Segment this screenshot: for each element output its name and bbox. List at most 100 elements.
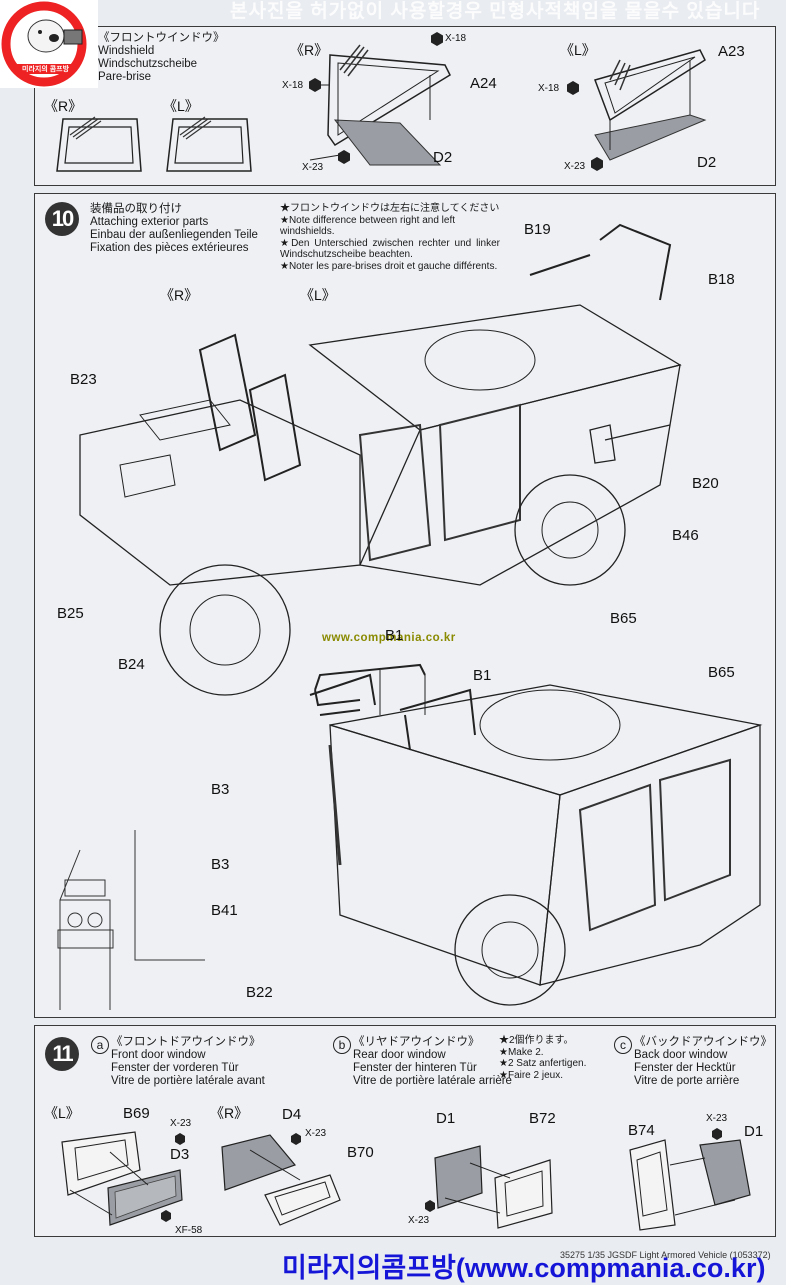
step10-note-en: ★Note difference between right and left … (280, 214, 455, 238)
small-right-label: 《R》 (44, 98, 83, 114)
hex-x18-icon (567, 81, 579, 95)
small-windshield-right-diagram (56, 116, 142, 172)
step11c-titles: 《バックドアウインドウ》 Back door window Fenster de… (634, 1036, 772, 1088)
part-x23-label: X-23 (706, 1113, 728, 1124)
part-b65-label: B65 (610, 610, 637, 627)
part-x18-label: X-18 (445, 33, 467, 44)
hex-x23-icon (175, 1133, 185, 1145)
part-x23-label: X-23 (564, 161, 586, 172)
part-a24-label: A24 (470, 75, 497, 92)
hex-x23-icon (425, 1200, 435, 1212)
step10-title-jp: 装備品の取り付け (90, 203, 182, 215)
hex-x23-icon (712, 1128, 722, 1140)
step11b-title-fr: Vitre de portière latérale arrière (353, 1075, 512, 1087)
step11b-title-en: Rear door window (353, 1049, 446, 1061)
windshield-left-assembly-diagram (594, 49, 707, 161)
step11b-title-de: Fenster der hinteren Tür (353, 1062, 477, 1074)
part-b20-label: B20 (692, 475, 719, 492)
step11c-title-fr: Vitre de porte arrière (634, 1075, 740, 1087)
step10-side-right-label: 《R》 (160, 287, 199, 303)
step10-note-jp: ★フロントウインドウは左右に注意してください (280, 203, 500, 214)
windshield-title-fr: Pare-brise (98, 71, 152, 83)
step10-notes: ★フロントウインドウは左右に注意してください ★Note difference … (280, 203, 500, 272)
windshield-left-side-label: 《L》 (560, 42, 596, 58)
substep-a-badge: a (91, 1036, 109, 1054)
part-b41-label: B41 (211, 902, 238, 919)
part-d2-label: D2 (433, 149, 453, 166)
step11a-title-en: Front door window (111, 1049, 206, 1061)
part-b3-label: B3 (211, 856, 230, 873)
step10-title-fr: Fixation des pièces extérieures (90, 242, 249, 254)
part-d1-label: D1 (744, 1123, 764, 1140)
part-b25-label: B25 (57, 605, 84, 622)
part-b23-label: B23 (70, 371, 97, 388)
part-b72-label: B72 (529, 1110, 556, 1127)
part-x18-label: X-18 (538, 83, 560, 94)
part-b18-label: B18 (708, 271, 735, 288)
hex-xf58-icon (161, 1210, 171, 1222)
front-door-window-left-diagram (61, 1131, 183, 1226)
part-b46-label: B46 (672, 527, 699, 544)
roof-rail-b1-diagram (314, 663, 426, 715)
small-windshield-left-diagram (166, 116, 252, 172)
hex-x23-icon (591, 157, 603, 171)
brand-link[interactable]: 미라지의콤프방(www.compmania.co.kr) (282, 1253, 766, 1283)
step11c-title-jp: 《バックドアウインドウ》 (634, 1036, 772, 1048)
substep-b-badge: b (333, 1036, 351, 1054)
step11c-title-de: Fenster der Hecktür (634, 1062, 736, 1074)
part-x23-label: X-23 (408, 1215, 430, 1226)
copyright-banner: 본사진을 허가없이 사용할경우 민형사적책임을 물을수 있습니다 (230, 1, 761, 22)
windshield-title-de: Windschutzscheibe (98, 58, 198, 70)
part-b1-label: B1 (473, 667, 492, 684)
hex-x18-icon (431, 32, 443, 46)
step11b-note-fr: ★Faire 2 jeux. (499, 1069, 563, 1081)
part-b22-label: B22 (246, 984, 273, 1001)
vehicle-rear-diagram (309, 673, 763, 1006)
part-x18-label: X-18 (282, 80, 304, 91)
hex-x18-icon (309, 78, 321, 92)
step11b-titles: 《リヤドアウインドウ》 Rear door window Fenster der… (353, 1036, 512, 1088)
step11a-title-de: Fenster der vorderen Tür (111, 1062, 239, 1074)
vehicle-front-diagram (79, 223, 682, 696)
step11a-right-label: 《R》 (210, 1105, 249, 1121)
part-d1-label: D1 (436, 1110, 456, 1127)
step10-note-de: ★Den Unterschied zwischen rechter und li… (280, 237, 500, 261)
part-x23-label: X-23 (305, 1128, 327, 1139)
logo-badge-icon (1, 1, 87, 87)
step11a-title-fr: Vitre de portière latérale avant (111, 1075, 265, 1087)
part-b19-label: B19 (524, 221, 551, 238)
step10-note-fr: ★Noter les pare-brises droit et gauche d… (280, 260, 498, 272)
step11a-title-jp: 《フロントドアウインドウ》 (111, 1036, 261, 1048)
step11a-titles: 《フロントドアウインドウ》 Front door window Fenster … (111, 1036, 265, 1088)
step11b-note-en: ★Make 2. (499, 1046, 544, 1058)
part-b1-label: B1 (385, 627, 404, 644)
step10-side-left-label: 《L》 (300, 287, 336, 303)
step11b-note-de: ★2 Satz anfertigen. (499, 1058, 587, 1069)
step11b-note-jp: ★2個作ります。 (499, 1035, 574, 1046)
part-b3-label: B3 (211, 781, 230, 798)
windshield-title-jp: 《フロントウインドウ》 (98, 32, 225, 44)
kit-code: 35275 1/35 JGSDF Light Armored Vehicle (… (560, 1250, 771, 1260)
part-a23-label: A23 (718, 43, 745, 60)
front-door-window-right-diagram (221, 1134, 341, 1226)
step10-title-de: Einbau der außenliegenden Teile (90, 229, 258, 241)
ghost-detail-diagram (57, 830, 205, 1010)
logo-ribbon-text: 미라지의 콤프방 (22, 66, 70, 73)
windshield-right-side-label: 《R》 (290, 42, 329, 58)
step11-number-badge: 11 (45, 1037, 79, 1071)
part-b69-label: B69 (123, 1105, 150, 1122)
part-b24-label: B24 (118, 656, 145, 673)
windshield-title-en: Windshield (98, 45, 155, 57)
step11b-title-jp: 《リヤドアウインドウ》 (353, 1036, 480, 1048)
windshield-right-assembly-diagram (309, 44, 451, 166)
rear-door-window-diagram (434, 1145, 553, 1229)
compmania-logo: 미라지의 콤프방 (0, 0, 98, 88)
hex-x23-icon (338, 150, 350, 164)
small-left-label: 《L》 (163, 98, 199, 114)
step11b-notes: ★2個作ります。 ★Make 2. ★2 Satz anfertigen. ★F… (499, 1035, 586, 1081)
compmania-watermark: www.compmania.co.kr (322, 632, 456, 644)
hex-x23-icon (291, 1133, 301, 1145)
step10-titles: 装備品の取り付け Attaching exterior parts Einbau… (90, 203, 258, 255)
part-xf58-label: XF-58 (175, 1225, 203, 1236)
substep-c-badge: c (614, 1036, 632, 1054)
